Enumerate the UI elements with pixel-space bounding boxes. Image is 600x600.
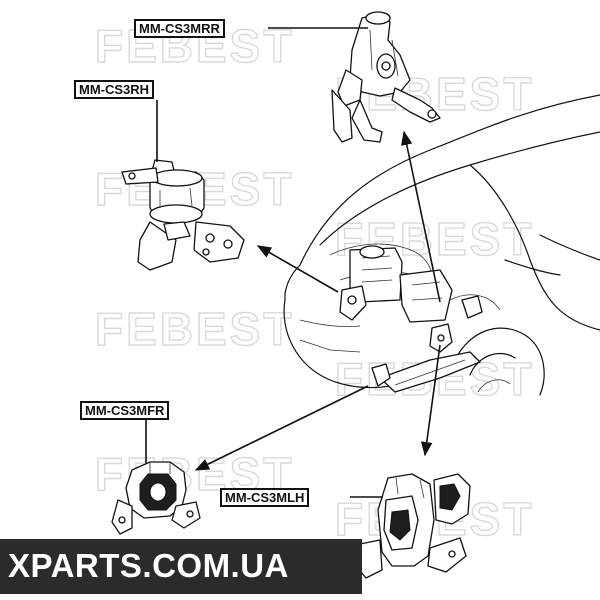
- watermark-group: FEBEST FEBEST FEBEST FEBEST FEBEST FEBES…: [94, 19, 532, 545]
- arrow-to-front: [194, 385, 369, 471]
- arrow-to-rear-right: [401, 130, 441, 303]
- leader-lines: [145, 27, 383, 498]
- arrow-to-left: [421, 344, 441, 457]
- mount-right-drawing: [121, 159, 245, 271]
- label-mm-cs3mlh: MM-CS3MLH: [220, 488, 310, 507]
- pointer-arrows: [194, 130, 441, 471]
- site-banner: XPARTS.COM.UA: [0, 539, 362, 594]
- watermark-5: FEBEST: [95, 303, 294, 355]
- mount-front-drawing: [111, 461, 201, 535]
- label-mm-cs3mfr: MM-CS3MFR: [80, 401, 170, 420]
- mount-rear-right-drawing: [331, 11, 441, 143]
- label-mm-cs3rh: MM-CS3RH: [74, 80, 155, 99]
- site-banner-text: XPARTS.COM.UA: [8, 547, 289, 584]
- car-body-outline: [283, 94, 600, 396]
- mount-left-drawing: [355, 473, 471, 579]
- arrow-to-right: [256, 245, 339, 293]
- label-mm-cs3mrr: MM-CS3MRR: [134, 19, 225, 38]
